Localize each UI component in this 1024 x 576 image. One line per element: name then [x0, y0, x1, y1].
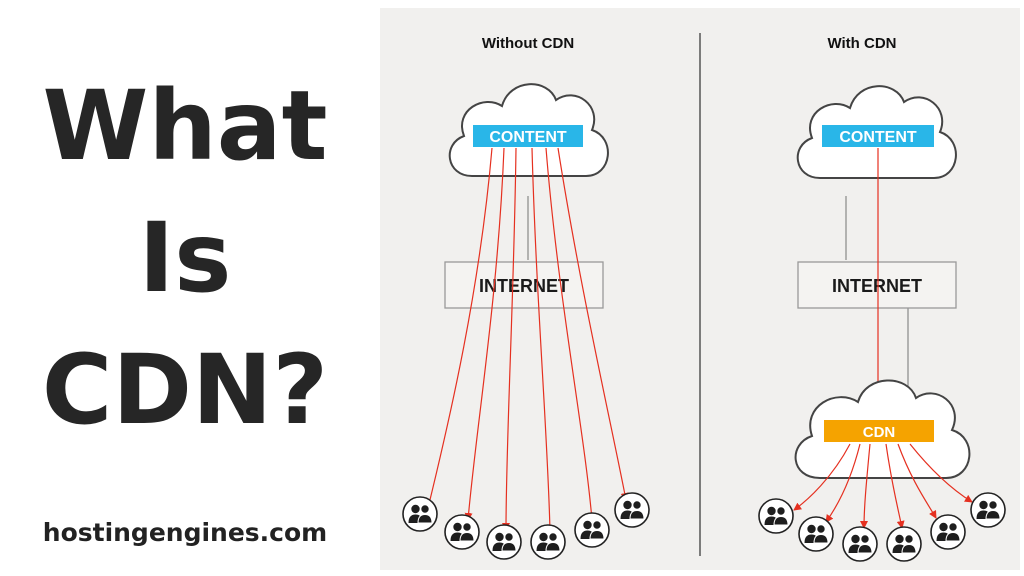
- left-content-label: CONTENT: [489, 129, 567, 146]
- right-user-4-icon: [886, 526, 922, 562]
- left-user-6-icon: [614, 492, 650, 528]
- headline-cdn: CDN?: [41, 334, 329, 446]
- left-user-3-icon: [486, 524, 522, 560]
- left-internet-label: INTERNET: [479, 276, 569, 296]
- left-content-box: [473, 125, 583, 147]
- cdn-arrow-2: [825, 443, 861, 523]
- left-arrow-1: [425, 147, 493, 509]
- right-user-5-icon: [930, 514, 966, 550]
- right-content-label: CONTENT: [839, 129, 917, 146]
- right-user-6-icon: [970, 492, 1006, 528]
- cdn-arrow-4: [885, 443, 905, 529]
- left-arrow-2: [464, 147, 505, 521]
- website-name: hostingengines.com: [42, 518, 328, 547]
- left-user-2-icon: [444, 514, 480, 550]
- right-internet-box: [797, 261, 957, 309]
- cdn-diagram-panel: Without CDN With CDN CONTENT INTERNET: [380, 8, 1020, 570]
- headline-is: Is: [138, 202, 232, 314]
- left-heading: Without CDN: [482, 35, 574, 52]
- cdn-box: [824, 420, 934, 442]
- left-arrow-3: [502, 147, 517, 531]
- right-internet-label: INTERNET: [832, 276, 922, 296]
- left-user-1-icon: [402, 496, 438, 532]
- cdn-label: CDN: [863, 424, 896, 441]
- left-internet-box: [444, 261, 604, 309]
- right-heading: With CDN: [827, 35, 896, 52]
- cdn-arrow-1: [793, 443, 851, 511]
- right-user-2-icon: [798, 516, 834, 552]
- left-user-4-icon: [530, 524, 566, 560]
- right-content-box: [822, 125, 934, 147]
- left-user-5-icon: [574, 512, 610, 548]
- cdn-arrow-5: [897, 443, 937, 519]
- headline-what: What: [42, 70, 328, 182]
- cdn-arrow-6: [909, 443, 973, 503]
- left-arrow-4: [531, 147, 554, 533]
- cdn-arrow-3: [860, 443, 871, 529]
- cdn-diagram: Without CDN With CDN CONTENT INTERNET: [402, 33, 1006, 562]
- left-arrow-5: [545, 147, 596, 521]
- left-arrow-6: [557, 147, 629, 501]
- right-user-1-icon: [758, 498, 794, 534]
- right-user-3-icon: [842, 526, 878, 562]
